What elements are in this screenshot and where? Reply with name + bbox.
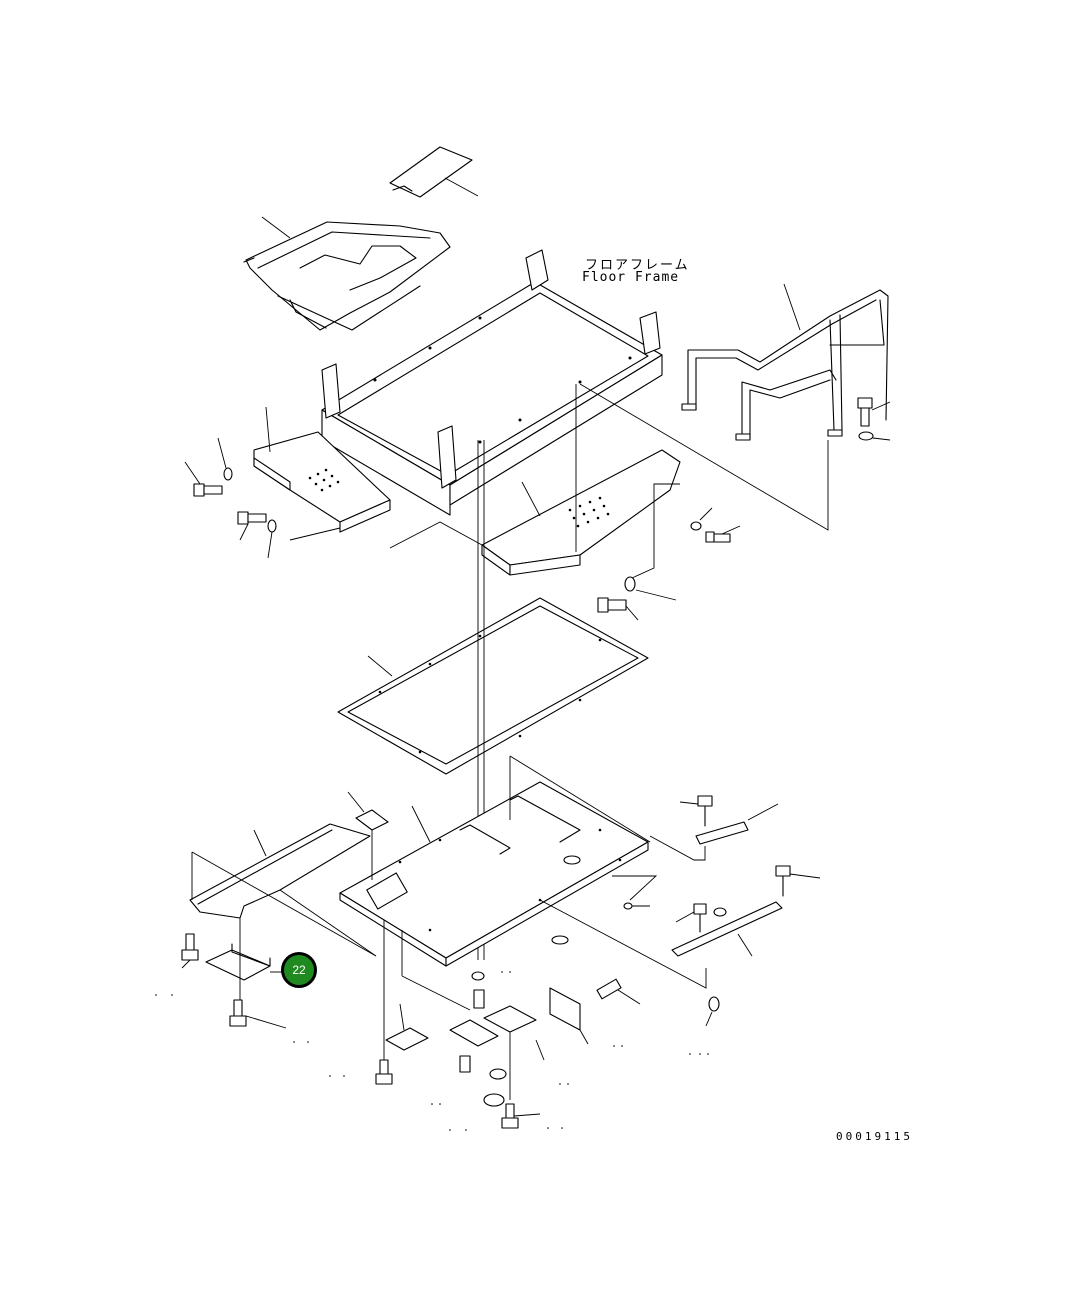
right-plate-bolts [597,483,741,621]
drawing-number: 00019115 [836,1130,913,1143]
bottom-bracket [205,918,282,1000]
stray-marks [155,971,709,1131]
right-step-plate [389,449,681,576]
left-bolts [184,437,341,559]
floor-frame [321,249,663,516]
part-callout-22[interactable]: 22 [281,952,317,988]
gasket-frame [337,597,649,775]
left-step-plate [253,406,391,533]
handrail-bolts [857,397,891,441]
square-pad [347,791,389,880]
bottom-fasteners [375,920,641,1129]
right-side-parts [539,795,821,1027]
left-side-plate [189,823,377,957]
floor-frame-label-jp: フロアフレーム [585,258,690,273]
lower-left-bolts [181,933,287,1029]
handrail [681,283,889,441]
floor-mat [243,216,451,331]
floor-frame-label-en: Floor Frame [582,270,680,285]
small-cover-plate [389,146,479,198]
floor-plate [339,755,651,967]
